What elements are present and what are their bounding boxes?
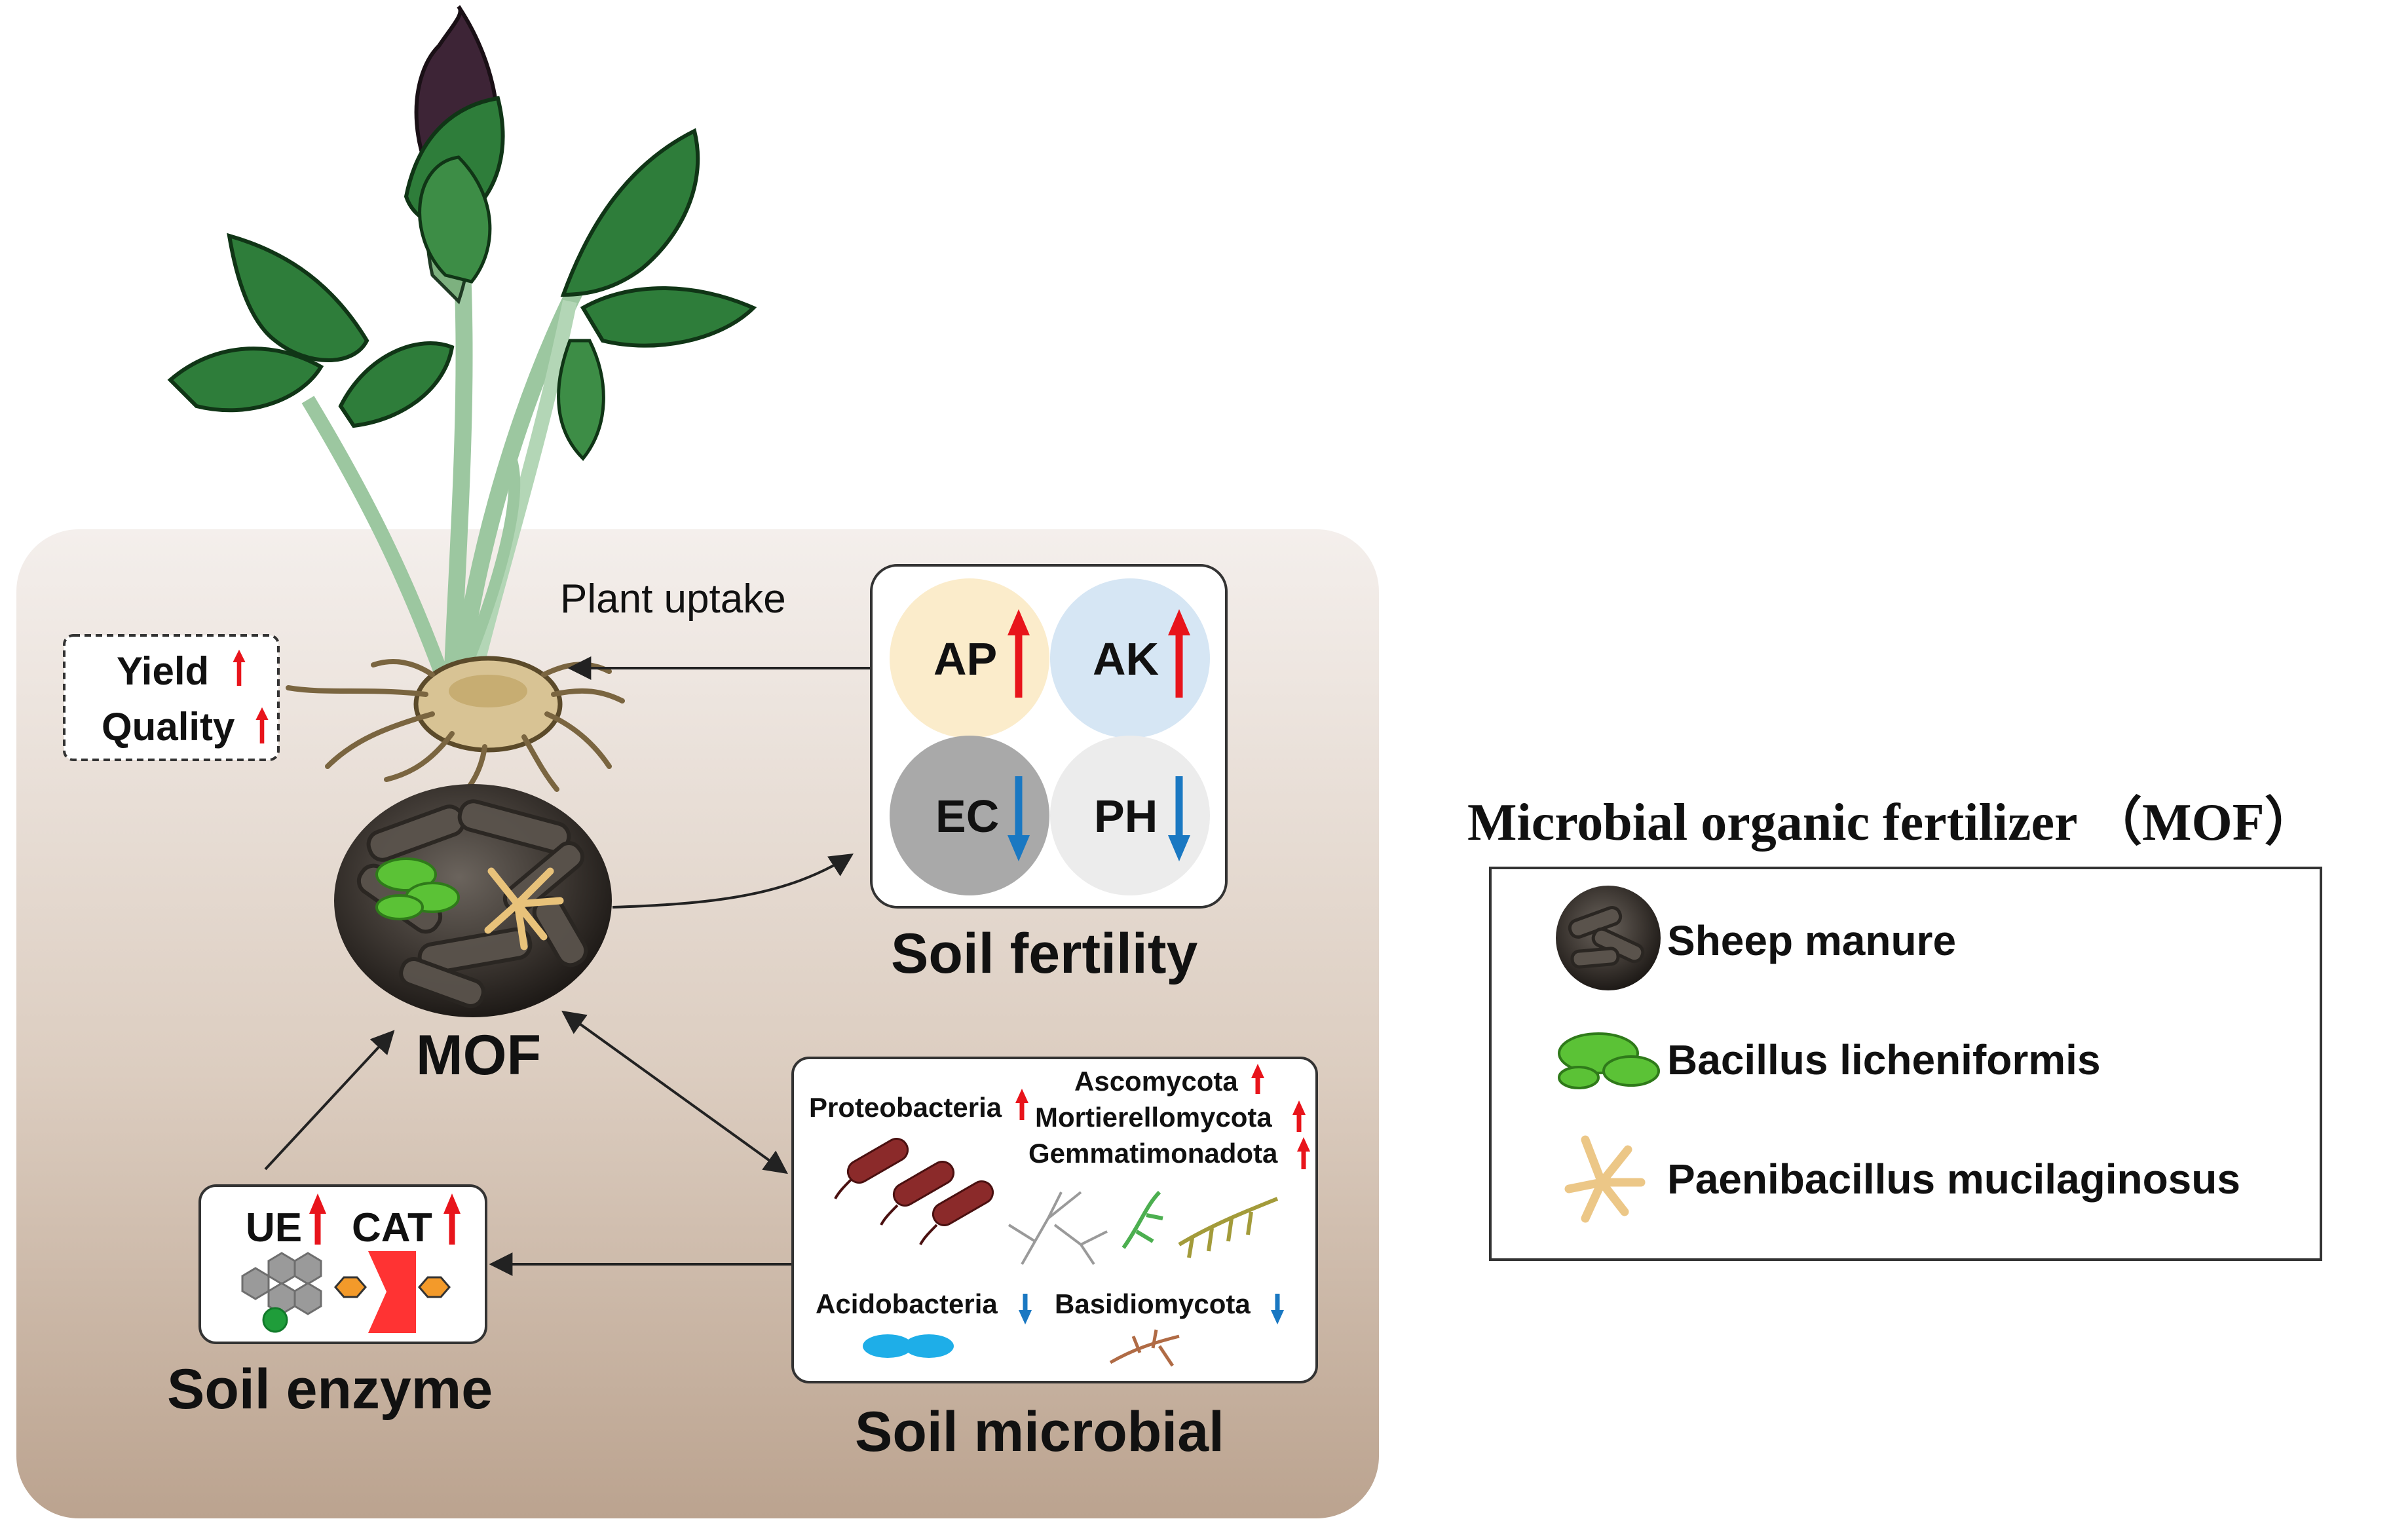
enzyme-to-mof-arrow <box>264 1030 395 1171</box>
proteobacteria-up-arrow <box>1015 1089 1028 1120</box>
soil-microbial-title: Soil microbial <box>855 1400 1224 1463</box>
ascomycota-label: Ascomycota <box>1074 1066 1238 1097</box>
ascomycota-icon <box>1008 1191 1108 1266</box>
gemmatimonadota-up-arrow <box>1297 1137 1310 1169</box>
basidiomycota-down-arrow <box>1271 1294 1284 1324</box>
mof-pellet-circle <box>334 784 612 1017</box>
soil-enzyme-panel: UE CAT <box>198 1184 487 1344</box>
mortierellomycota-up-arrow <box>1292 1100 1306 1132</box>
quality-label: Quality <box>102 705 235 749</box>
plant-illustration <box>167 5 757 802</box>
ph-circle <box>1050 736 1210 895</box>
acidobacteria-icon <box>863 1334 954 1358</box>
legend-item-bacillus: Bacillus licheniformis <box>1667 1036 2101 1083</box>
ec-down-arrow <box>1008 776 1030 861</box>
proteobacteria-icon <box>834 1138 994 1245</box>
plant-uptake-label: Plant uptake <box>560 576 786 622</box>
ap-up-arrow <box>1008 609 1030 698</box>
ue-label: UE <box>246 1205 302 1250</box>
paenibacillus-icon <box>1564 1135 1646 1223</box>
soil-fertility-title: Soil fertility <box>891 922 1197 985</box>
bacillus-icon <box>1558 1032 1660 1089</box>
ap-label: AP <box>933 633 997 685</box>
ph-label: PH <box>1094 791 1158 842</box>
gemmatimonadota-label: Gemmatimonadota <box>1028 1138 1278 1169</box>
sheep-manure-icon <box>1556 886 1661 990</box>
bacillus-icon <box>375 857 460 920</box>
mof-microbial-arrow <box>561 1010 788 1174</box>
cat-label: CAT <box>352 1205 432 1250</box>
ec-circle <box>890 736 1049 895</box>
soil-enzyme-title: Soil enzyme <box>167 1358 493 1421</box>
legend-box: Sheep manure Bacillus licheniformis Paen… <box>1489 867 2322 1261</box>
ec-label: EC <box>935 791 999 842</box>
yield-label: Yield <box>117 649 209 693</box>
ak-up-arrow <box>1168 609 1190 698</box>
ph-down-arrow <box>1168 776 1190 861</box>
acidobacteria-down-arrow <box>1019 1294 1032 1324</box>
urease-molecule-icon <box>241 1252 322 1333</box>
outcome-box: Yield Quality <box>63 634 280 761</box>
ak-label: AK <box>1093 633 1159 685</box>
ap-circle <box>890 578 1049 738</box>
ue-up-arrow <box>309 1193 326 1245</box>
legend-title: Microbial organic fertilizer （MOF） <box>1467 794 2317 852</box>
basidiomycota-icon <box>1109 1329 1180 1367</box>
mof-to-fertility-arrow <box>612 854 854 909</box>
catalase-molecule-icon <box>334 1251 451 1333</box>
soil-fertility-panel: AP AK EC PH <box>870 564 1228 909</box>
basidiomycota-label: Basidiomycota <box>1055 1288 1251 1319</box>
gemmatimonadota-icon <box>1178 1197 1279 1258</box>
proteobacteria-label: Proteobacteria <box>809 1092 1002 1123</box>
mortierellomycota-icon <box>1121 1190 1163 1249</box>
paenibacillus-icon <box>484 867 564 950</box>
mortierellomycota-label: Mortierellomycota <box>1035 1102 1272 1133</box>
acidobacteria-label: Acidobacteria <box>816 1288 998 1319</box>
legend-item-sheep-manure: Sheep manure <box>1667 917 1956 964</box>
ascomycota-up-arrow <box>1251 1064 1264 1094</box>
soil-microbial-panel: Proteobacteria Ascomycota Mortierellomyc… <box>791 1057 1318 1383</box>
ak-circle <box>1050 578 1210 738</box>
mof-label: MOF <box>416 1024 541 1087</box>
legend-item-paenibacillus: Paenibacillus mucilaginosus <box>1667 1155 2240 1203</box>
cat-up-arrow <box>443 1193 461 1245</box>
